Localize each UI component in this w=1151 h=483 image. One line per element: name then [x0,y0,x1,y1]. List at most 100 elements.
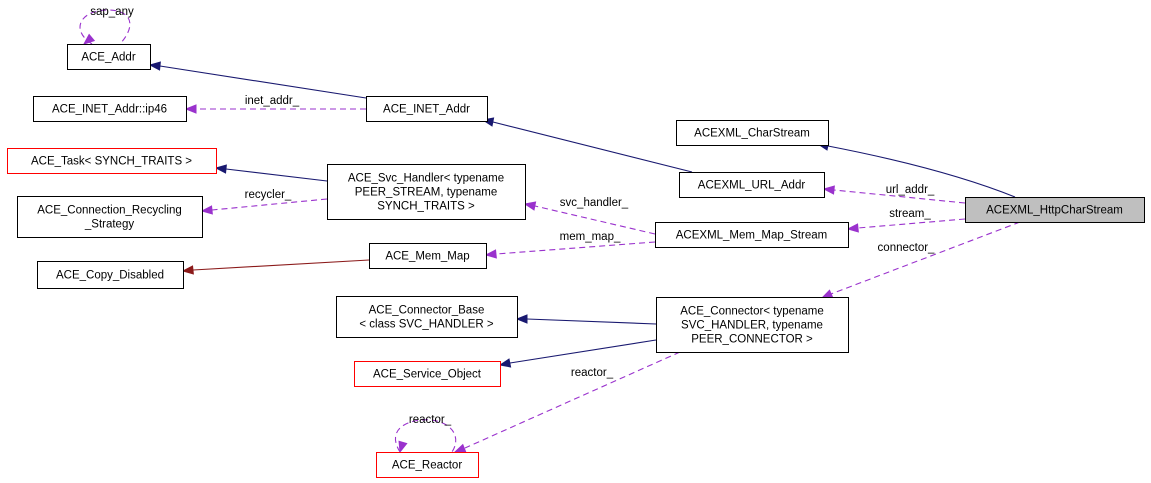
node-box [7,148,217,174]
node-label: ACE_Svc_Handler< typename [348,173,504,185]
arrowhead-icon [398,440,408,454]
node-box [67,44,151,70]
arrowhead-icon [148,61,161,71]
edge-label: mem_map_ [560,231,621,243]
node-box [354,361,501,387]
node-label: ACE_Mem_Map [385,251,469,263]
edge-line [833,189,966,204]
node-label: ACE_Connection_Recycling [37,205,181,217]
node-recycling[interactable]: ACE_Connection_Recycling _Strategy [17,196,203,238]
edge-line [192,259,370,271]
node-mem-map[interactable]: ACE_Mem_Map [369,243,487,269]
node-label: ACE_Copy_Disabled [56,270,164,282]
edge-mem_map_stream-to-svc_handler: svc_handler_ [523,197,656,235]
node-service-object[interactable]: ACE_Service_Object [354,361,501,387]
arrowhead-icon [214,164,227,174]
node-label: ACE_Task< SYNCH_TRAITS > [31,156,192,168]
edge-mem_map-to-copy_disabled [181,259,370,275]
node-label: _Strategy [84,219,134,231]
node-box [655,222,849,248]
edge-http-to-mem_map_stream: stream_ [846,208,966,233]
arrowhead-icon [822,185,835,195]
edge-mem_map_stream-to-mem_map: mem_map_ [484,231,656,259]
node-label: ACEXML_URL_Addr [698,180,806,192]
node-copy-disabled[interactable]: ACE_Copy_Disabled [37,261,184,289]
edge-line [830,221,1021,295]
arrowhead-icon [484,249,497,259]
node-label: ACE_Addr [81,52,136,64]
arrowhead-icon [184,104,197,114]
edge-label: inet_addr_ [245,95,300,107]
node-label: SYNCH_TRAITS > [377,201,475,213]
edge-line [79,9,131,45]
node-ace-addr[interactable]: ACE_Addr [67,44,151,70]
node-url-addr[interactable]: ACEXML_URL_Addr [679,172,825,198]
node-box [376,452,479,478]
edge-line [857,218,966,229]
node-label: ACEXML_CharStream [694,128,810,140]
edge-line [394,419,457,453]
edge-label: reactor_ [409,414,452,426]
edge-label: url_addr_ [886,184,935,196]
node-box [336,296,518,338]
node-charstream[interactable]: ACEXML_CharStream [676,120,829,146]
edge-http-to-connector: connector_ [820,221,1021,299]
edge-reactor-to-reactor: reactor_ [394,414,457,454]
edge-ace_addr-to-ace_addr: sap_any [79,6,134,45]
node-label: ACE_Connector< typename [680,306,824,318]
node-label: ACE_Connector_Base [369,305,485,317]
node-ip46[interactable]: ACE_INET_Addr::ip46 [33,96,187,122]
node-box [33,96,187,122]
node-inet-addr[interactable]: ACE_INET_Addr [366,96,488,122]
node-http[interactable]: ACEXML_HttpCharStream [965,197,1145,223]
arrowhead-icon [846,223,859,233]
edge-label: svc_handler_ [560,197,629,209]
node-label: PEER_STREAM, typename [355,187,498,199]
edge-inet_addr-to-ace_addr [148,61,367,99]
arrowhead-icon [181,265,194,275]
node-label: ACE_INET_Addr::ip46 [52,104,167,116]
node-label: ACEXML_HttpCharStream [986,205,1123,217]
edge-connector-to-connector_base [515,314,657,325]
node-connector-base[interactable]: ACE_Connector_Base < class SVC_HANDLER > [336,296,518,338]
node-label: ACE_Service_Object [373,369,482,381]
node-reactor[interactable]: ACE_Reactor [376,452,479,478]
node-box [679,172,825,198]
edge-connector-to-reactor: reactor_ [453,351,681,453]
edge-line [534,205,656,235]
edge-line [526,318,657,325]
node-task[interactable]: ACE_Task< SYNCH_TRAITS > [7,148,217,174]
edge-line [509,339,657,364]
arrowhead-icon [82,33,96,45]
node-box [965,197,1145,223]
edge-svc_handler-to-recycling: recycler_ [200,189,328,215]
edge-svc_handler-to-task [214,164,328,182]
node-label: < class SVC_HANDLER > [359,319,493,331]
edge-label: recycler_ [245,189,292,201]
node-mem-map-stream[interactable]: ACEXML_Mem_Map_Stream [655,222,849,248]
node-label: PEER_CONNECTOR > [691,334,813,346]
arrowhead-icon [523,201,537,211]
edge-http-to-url_addr: url_addr_ [822,184,966,204]
node-label: SVC_HANDLER, typename [681,320,823,332]
edge-label: reactor_ [571,367,614,379]
node-label: ACE_Reactor [392,460,462,472]
node-box [656,297,849,353]
edge-line [827,145,1016,198]
edge-label: connector_ [878,242,936,254]
node-box [37,261,184,289]
node-box [676,120,829,146]
node-box [369,243,487,269]
node-box [327,164,526,220]
edge-label: stream_ [889,208,931,220]
edge-line [495,241,656,255]
edge-connector-to-service_object [498,339,657,368]
arrowhead-icon [453,443,467,453]
edge-line [225,168,328,182]
node-label: ACE_INET_Addr [383,104,470,116]
edge-url_addr-to-inet_addr [481,117,693,173]
node-label: ACEXML_Mem_Map_Stream [676,230,827,242]
